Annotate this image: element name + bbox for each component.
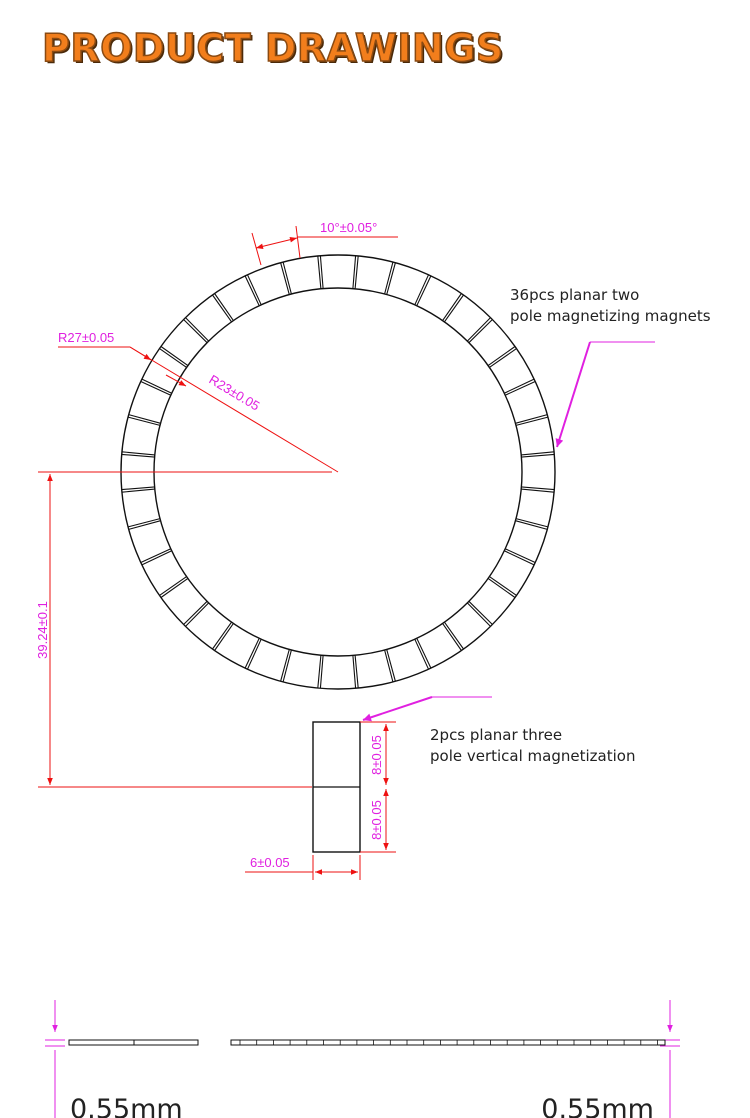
vertical-note-line-1: 2pcs planar three bbox=[430, 726, 562, 744]
magnet-divider bbox=[317, 255, 322, 289]
magnet-divider bbox=[212, 294, 233, 323]
magnet-divider bbox=[489, 576, 517, 596]
magnet-divider bbox=[504, 380, 536, 396]
vertical-note-line-2: pole vertical magnetization bbox=[430, 747, 635, 765]
magnet-divider bbox=[185, 317, 210, 342]
magnet-divider bbox=[317, 655, 322, 689]
magnet-divider bbox=[159, 576, 187, 596]
outer-radius-label: R27±0.05 bbox=[58, 330, 114, 345]
magnet-divider bbox=[414, 274, 430, 306]
magnet-divider bbox=[185, 602, 210, 627]
page-title: PRODUCT DRAWINGS bbox=[41, 25, 504, 71]
right-bar-segment-ticks bbox=[239, 1040, 658, 1045]
magnet-divider bbox=[246, 638, 262, 670]
magnet-divider bbox=[141, 550, 172, 566]
magnet-divider bbox=[384, 261, 394, 295]
magnet-divider bbox=[352, 655, 357, 689]
magnet-divider bbox=[515, 518, 549, 528]
ring-note-line-1: 36pcs planar two bbox=[510, 286, 639, 304]
magnet-divider bbox=[280, 262, 290, 295]
magnet-divider bbox=[121, 486, 155, 491]
ring-note-line-2: pole magnetizing magnets bbox=[510, 307, 711, 325]
magnet-divider bbox=[521, 488, 555, 493]
thickness-right: 0.55mm bbox=[230, 1000, 680, 1118]
magnet-segment-dividers bbox=[121, 255, 555, 689]
magnet-divider bbox=[515, 520, 548, 530]
magnet-divider bbox=[487, 346, 516, 367]
magnet-divider bbox=[319, 655, 324, 689]
magnet-divider bbox=[183, 319, 208, 344]
magnet-divider bbox=[384, 649, 394, 683]
segment-label-1: 8±0.05 bbox=[369, 735, 384, 775]
right-thickness-bar bbox=[230, 1039, 666, 1046]
magnet-divider bbox=[121, 453, 155, 458]
magnet-divider bbox=[128, 520, 161, 530]
magnet-divider bbox=[212, 621, 233, 650]
magnet-divider bbox=[466, 317, 491, 342]
magnet-divider bbox=[521, 453, 555, 458]
magnet-divider bbox=[128, 414, 161, 424]
magnet-divider bbox=[282, 649, 292, 683]
angle-label: 10°±0.05° bbox=[320, 220, 377, 235]
magnet-divider bbox=[487, 577, 516, 598]
magnet-divider bbox=[127, 416, 161, 426]
magnet-divider bbox=[416, 275, 432, 306]
center-offset-dimension: 39.24±0.1 bbox=[35, 471, 332, 788]
magnet-divider bbox=[354, 255, 359, 289]
ring-note: 36pcs planar two pole magnetizing magnet… bbox=[510, 286, 711, 448]
magnet-divider bbox=[244, 275, 260, 306]
magnet-divider bbox=[442, 623, 462, 651]
magnet-divider bbox=[121, 488, 155, 493]
inner-radius-label: R23±0.05 bbox=[206, 372, 262, 414]
vertical-note: 2pcs planar three pole vertical magnetiz… bbox=[362, 696, 635, 765]
segment-label-2: 8±0.05 bbox=[369, 800, 384, 840]
magnet-divider bbox=[386, 262, 396, 295]
magnet-divider bbox=[352, 255, 357, 289]
magnet-divider bbox=[443, 294, 464, 323]
magnet-divider bbox=[121, 451, 155, 456]
magnet-divider bbox=[282, 261, 292, 295]
magnet-divider bbox=[319, 255, 324, 289]
magnet-divider bbox=[127, 518, 161, 528]
magnet-divider bbox=[141, 378, 172, 394]
magnet-divider bbox=[386, 649, 396, 682]
magnet-divider bbox=[468, 319, 493, 344]
thickness-left: 0.55mm bbox=[45, 1000, 199, 1118]
magnet-divider bbox=[466, 602, 491, 627]
offset-label: 39.24±0.1 bbox=[35, 601, 50, 659]
magnet-divider bbox=[416, 638, 432, 669]
magnet-divider bbox=[354, 655, 359, 689]
angle-dimension: 10°±0.05° bbox=[251, 220, 398, 266]
radius-dimensions: R27±0.05 R23±0.05 bbox=[58, 330, 339, 473]
magnet-divider bbox=[504, 550, 535, 566]
magnet-divider bbox=[515, 416, 549, 426]
magnet-divider bbox=[214, 623, 234, 651]
magnet-divider bbox=[468, 600, 493, 625]
magnet-divider bbox=[521, 486, 555, 491]
magnet-divider bbox=[414, 638, 430, 670]
magnet-divider bbox=[140, 548, 172, 564]
magnet-divider bbox=[183, 600, 208, 625]
magnet-divider bbox=[504, 548, 536, 564]
magnet-divider bbox=[214, 293, 234, 321]
magnet-divider bbox=[504, 378, 535, 394]
vertical-magnet: 8±0.05 8±0.05 6±0.05 bbox=[245, 721, 396, 880]
magnet-divider bbox=[160, 346, 189, 367]
magnet-divider bbox=[160, 577, 189, 598]
magnet-divider bbox=[246, 274, 262, 306]
magnet-divider bbox=[244, 638, 260, 669]
right-thickness-label: 0.55mm bbox=[541, 1094, 654, 1118]
magnet-divider bbox=[140, 380, 172, 396]
magnet-divider bbox=[521, 451, 555, 456]
magnet-divider bbox=[489, 348, 517, 368]
magnet-divider bbox=[515, 414, 548, 424]
width-label: 6±0.05 bbox=[250, 855, 290, 870]
magnet-divider bbox=[159, 348, 187, 368]
magnet-divider bbox=[280, 649, 290, 682]
left-thickness-label: 0.55mm bbox=[70, 1094, 183, 1118]
magnet-divider bbox=[442, 293, 462, 321]
magnet-divider bbox=[443, 621, 464, 650]
